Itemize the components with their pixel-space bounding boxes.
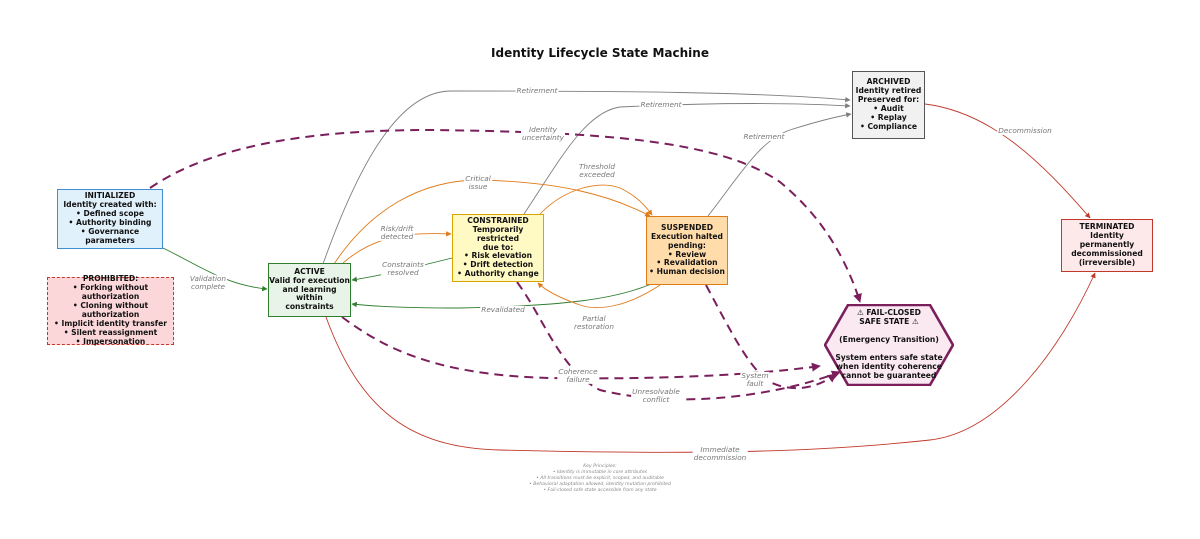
state-archived: ARCHIVED Identity retired Preserved for:… (852, 71, 925, 139)
state-archived-label: ARCHIVED Identity retired Preserved for:… (855, 77, 922, 131)
edge-label-retirement-constrained: Retirement (639, 99, 683, 110)
state-suspended-label: SUSPENDED Execution halted pending: • Re… (649, 222, 725, 277)
edge-label-critical-issue: Critical issue (464, 173, 492, 192)
state-fail-closed-label: ⚠ FAIL-CLOSED SAFE STATE ⚠ (Emergency Tr… (835, 308, 943, 380)
edge-coherence-failure (341, 316, 821, 380)
diagram-title: Identity Lifecycle State Machine (491, 46, 709, 60)
edge-threshold-exceeded (539, 184, 653, 216)
prohibited-actions-label: PROHIBITED: • Forking without authorizat… (54, 274, 167, 346)
edge-unresolvable-conflict (516, 281, 841, 401)
edge-immediate-decommission (325, 272, 1096, 453)
state-active: ACTIVE Valid for execution and learning … (268, 263, 351, 317)
edge-label-risk-drift-detected: Risk/drift detected (379, 223, 415, 242)
edge-label-unresolvable-conflict: Unresolvable conflict (631, 386, 681, 405)
state-initialized-label: INITIALIZED Identity created with: • Def… (63, 191, 157, 245)
edge-decommission (924, 103, 1091, 219)
edge-system-fault (705, 284, 837, 390)
edge-label-immediate-decommission: Immediate decommission (692, 444, 748, 463)
edge-validation-complete (162, 247, 268, 292)
edge-partial-restoration (537, 282, 661, 308)
edge-label-decommission: Decommission (997, 125, 1053, 136)
edge-label-system-fault: System fault (740, 370, 770, 389)
state-fail-closed: ⚠ FAIL-CLOSED SAFE STATE ⚠ (Emergency Tr… (824, 304, 954, 386)
state-active-label: ACTIVE Valid for execution and learning … (269, 266, 350, 312)
edge-retirement-active (322, 90, 851, 265)
edge-revalidated (351, 279, 661, 309)
edge-label-constraints-resolved: Constraints resolved (381, 259, 425, 278)
state-terminated: TERMINATED Identity permanently decommis… (1061, 219, 1153, 272)
state-constrained: CONSTRAINED Temporarily restricted due t… (452, 214, 544, 282)
edge-label-revalidated: Revalidated (480, 304, 526, 315)
state-terminated-label: TERMINATED Identity permanently decommis… (1071, 222, 1143, 267)
edge-label-threshold-exceeded: Threshold exceeded (577, 161, 617, 180)
state-constrained-label: CONSTRAINED Temporarily restricted due t… (457, 215, 539, 279)
key-principles-note: Key Principles: • Identity is immutable … (529, 464, 671, 493)
edge-retirement-constrained (523, 103, 851, 215)
edge-label-validation-complete: Validation complete (188, 273, 228, 292)
edge-label-retirement-active: Retirement (515, 85, 559, 96)
prohibited-actions-box: PROHIBITED: • Forking without authorizat… (47, 274, 174, 346)
edge-label-identity-uncertainty: Identity uncertainty (521, 124, 565, 143)
edge-label-partial-restoration: Partial restoration (572, 313, 616, 332)
state-initialized: INITIALIZED Identity created with: • Def… (57, 189, 163, 249)
edge-label-coherence-failure: Coherence failure (557, 366, 599, 385)
state-suspended: SUSPENDED Execution halted pending: • Re… (646, 216, 728, 285)
edge-retirement-suspended (707, 112, 852, 217)
edge-label-retirement-suspended: Retirement (742, 131, 786, 142)
fail-closed-hexagon-shape (824, 304, 954, 386)
